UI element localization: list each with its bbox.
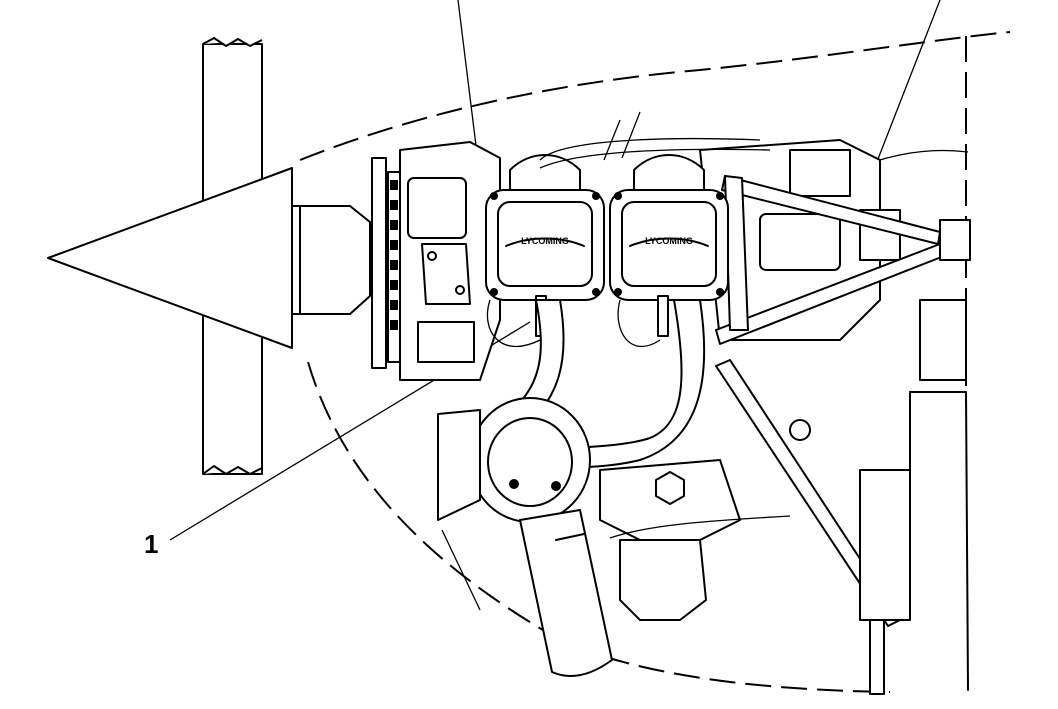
tailpipe-icon bbox=[519, 509, 613, 677]
cylinder-right-text: LYCOMING bbox=[645, 236, 693, 246]
cylinder-left-text: LYCOMING bbox=[521, 236, 569, 246]
front-cover-icon bbox=[407, 177, 467, 239]
muffler-icon bbox=[469, 397, 591, 523]
engine-mount-icon bbox=[715, 175, 971, 627]
cylinder-right-icon: LYCOMING bbox=[609, 154, 729, 301]
carburetor-icon bbox=[619, 539, 707, 621]
spark-plug-icon bbox=[486, 295, 669, 347]
generator-icon bbox=[417, 321, 475, 363]
spinner-icon bbox=[47, 167, 371, 349]
callout-1-label: 1 bbox=[144, 529, 159, 559]
nose-gear-icon bbox=[789, 299, 967, 695]
intake-plate-icon bbox=[437, 409, 481, 521]
primer-lines-icon bbox=[539, 111, 969, 169]
starter-ring-icon bbox=[371, 157, 401, 369]
cylinder-left-icon: LYCOMING bbox=[485, 154, 605, 301]
